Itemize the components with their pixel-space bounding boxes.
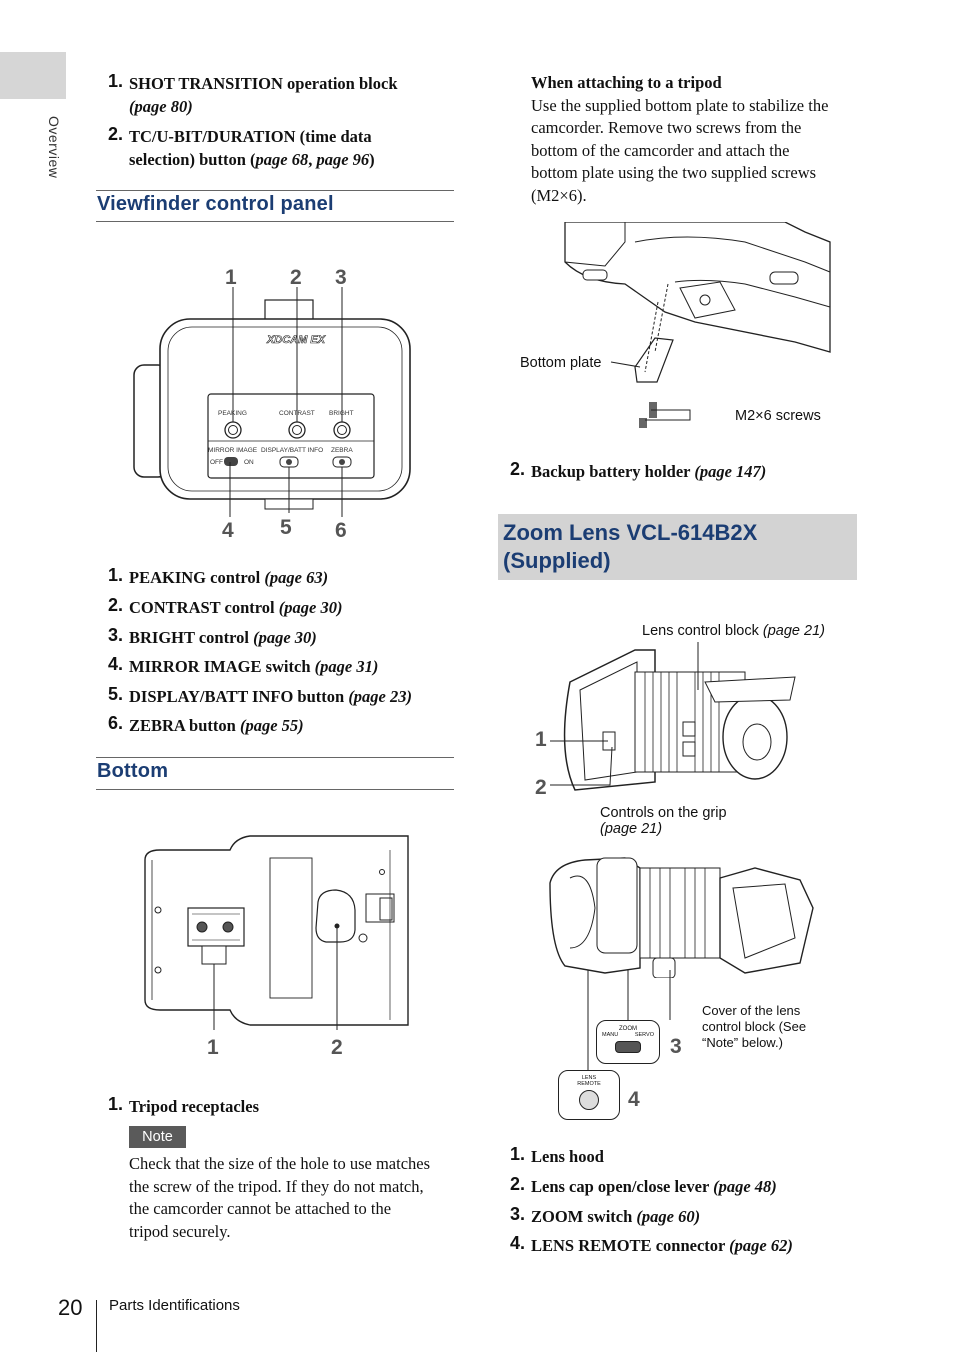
page-number: 20: [58, 1295, 83, 1320]
callout-4: 4: [628, 1088, 640, 1111]
label-m2x6-screws: M2×6 screws: [735, 408, 821, 424]
list-item: 2.CONTRAST control (page 30): [108, 595, 343, 617]
label-lens-control-block: Lens control block (page 21): [642, 623, 825, 639]
callout-3: 3: [335, 266, 347, 289]
callout-6: 6: [335, 519, 347, 542]
list-item: 1. SHOT TRANSITION operation block(page …: [108, 71, 398, 116]
zoom-lens-illustration: [563, 642, 796, 791]
callout-3: 3: [670, 1035, 682, 1058]
list-item: 2.Lens cap open/close lever (page 48): [510, 1174, 777, 1196]
side-tab: [0, 52, 66, 99]
svg-text:DISPLAY/BATT INFO: DISPLAY/BATT INFO: [261, 447, 323, 454]
callout-1: 1: [207, 1036, 219, 1059]
callout-2: 2: [290, 266, 302, 289]
svg-text:ON: ON: [244, 459, 254, 466]
list-item: 5.DISPLAY/BATT INFO button (page 23): [108, 684, 413, 706]
note-badge: Note: [129, 1126, 186, 1148]
list-item: 6.ZEBRA button (page 55): [108, 713, 304, 735]
footer-section: Parts Identifications: [109, 1297, 240, 1314]
callout-5: 5: [280, 516, 292, 539]
callout-1: 1: [535, 728, 547, 751]
label-grip-controls: Controls on the grip (page 21): [600, 805, 727, 837]
svg-text:MIRROR IMAGE: MIRROR IMAGE: [208, 447, 258, 454]
list-item: 1.Tripod receptacles: [108, 1094, 259, 1116]
list-item: 3.ZOOM switch (page 60): [510, 1204, 701, 1226]
section-heading-viewfinder: Viewfinder control panel: [97, 193, 334, 215]
list-item: 2. TC/U-BIT/DURATION (time data selectio…: [108, 124, 375, 169]
tripod-section: When attaching to a tripod Use the suppl…: [531, 72, 866, 208]
svg-text:OFF: OFF: [210, 459, 223, 466]
callout-2: 2: [535, 776, 547, 799]
note-text: Check that the size of the hole to use m…: [129, 1154, 431, 1241]
list-item: 3.BRIGHT control (page 30): [108, 625, 317, 647]
label-bottom-plate: Bottom plate: [520, 355, 602, 371]
callout-1: 1: [225, 266, 237, 289]
list-item: 4.MIRROR IMAGE switch (page 31): [108, 654, 379, 676]
camcorder-bottom-illustration: [144, 835, 409, 1030]
section-heading-bottom: Bottom: [97, 760, 169, 782]
list-item: 1.Lens hood: [510, 1144, 604, 1166]
zoom-lens-heading-band: [498, 514, 857, 580]
list-item: 1.PEAKING control (page 63): [108, 565, 329, 587]
list-item: 4.LENS REMOTE connector (page 62): [510, 1233, 793, 1255]
list-item: 2.Backup battery holder (page 147): [510, 459, 767, 481]
brand-logo: XDCAM EX: [266, 334, 326, 346]
bottom-plate-illustration: [564, 222, 831, 428]
svg-text:ZEBRA: ZEBRA: [331, 447, 353, 454]
side-tab-label: Overview: [46, 116, 62, 179]
svg-text:BRIGHT: BRIGHT: [329, 410, 354, 417]
lens-grip-illustration: [549, 857, 814, 978]
viewfinder-panel-illustration: XDCAM EX PEAKING CONTRAST BRIGHT MIRROR …: [133, 287, 411, 517]
footer-divider: [96, 1300, 97, 1352]
callout-4: 4: [222, 519, 234, 542]
zoom-lens-heading: Zoom Lens VCL-614B2X (Supplied): [503, 520, 758, 573]
tripod-title: When attaching to a tripod: [531, 73, 722, 92]
svg-text:PEAKING: PEAKING: [218, 410, 247, 417]
label-lens-cover: Cover of the lens control block (See “No…: [702, 1003, 807, 1050]
callout-2: 2: [331, 1036, 343, 1059]
